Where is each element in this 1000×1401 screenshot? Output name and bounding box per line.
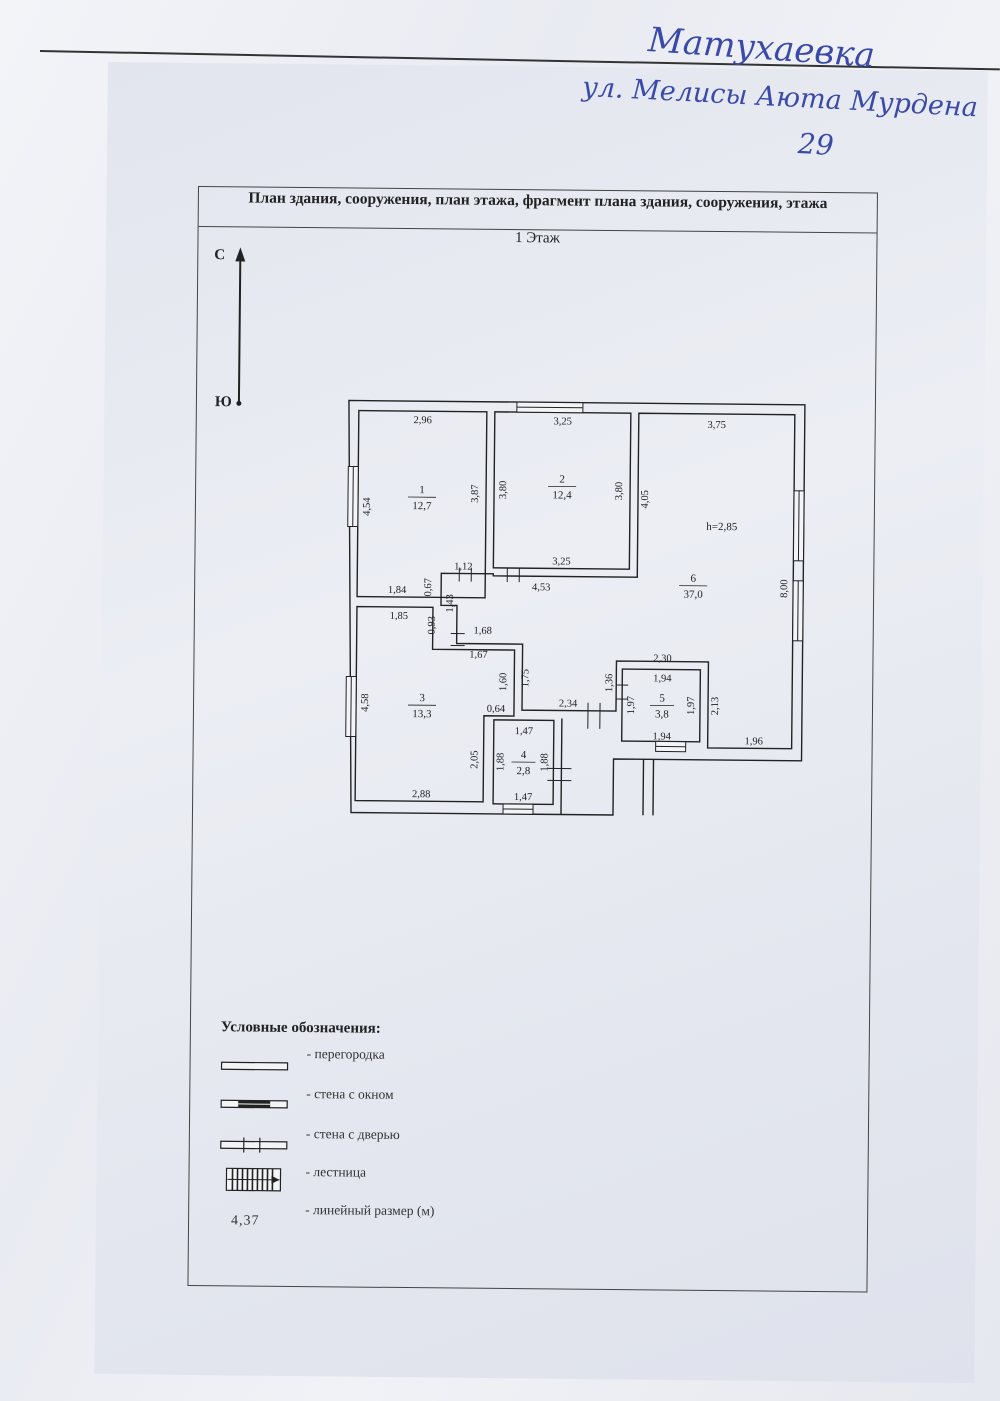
dim-r5-right: 1,97 (686, 697, 697, 715)
room-2-area: 12,4 (552, 489, 572, 501)
dim-r2-top: 3,25 (554, 416, 572, 427)
dim-r6-right: 8,00 (779, 579, 790, 597)
dim-r1-left: 4,54 (362, 497, 373, 516)
dim-corr-wall: 4,53 (532, 582, 550, 593)
dim-r3-right2: 2,05 (469, 750, 480, 768)
dim-r3-top: 1,85 (390, 611, 408, 622)
doors (450, 567, 629, 782)
dim-r6-top: 3,75 (707, 420, 725, 431)
dim-corr-right: 1,75 (520, 669, 531, 687)
room-4-number: 4 (521, 749, 527, 761)
compass-north-label: С (214, 247, 226, 264)
dim-r3-door: 0,93 (427, 616, 438, 634)
legend-partition: - перегородка (306, 1046, 385, 1062)
dim-corr-mid: 1,68 (473, 626, 491, 637)
room-6-area: 37,0 (683, 589, 703, 601)
dim-r1-right: 3,87 (470, 484, 481, 502)
dim-corr-low: 1,67 (469, 650, 487, 661)
room-5-number: 5 (659, 692, 665, 704)
dim-r4-right: 1,88 (539, 753, 550, 771)
dimension-labels: 2,96 4,54 3,87 1,84 0,67 3,25 3,80 3,80 … (360, 415, 790, 803)
dim-r1-door: 0,67 (423, 578, 434, 596)
dim-r6-left: 4,05 (640, 490, 651, 508)
legend-window-icon (220, 1099, 288, 1109)
legend-stairs: - лестница (305, 1164, 367, 1180)
dim-r6-bottom: 1,96 (744, 736, 762, 747)
dim-r5-top: 1,94 (653, 673, 672, 684)
dim-r4-top: 1,47 (515, 726, 533, 737)
dim-r4-left: 1,88 (495, 753, 506, 771)
dim-r5-outer: 2,30 (653, 653, 671, 664)
dim-r5-door: 1,36 (604, 674, 615, 692)
dim-corr-top: 1,12 (454, 561, 472, 572)
room-1-label: 1 12,7 (408, 484, 437, 512)
dim-corr-bottom: 2,34 (559, 698, 578, 709)
dim-r3-bottom: 2,88 (412, 789, 430, 800)
legend-window-wall: - стена с окном (306, 1086, 394, 1102)
dim-r1-top: 2,96 (414, 415, 432, 426)
room-3-number: 3 (419, 692, 425, 704)
room-3-area: 13,3 (412, 708, 432, 720)
room-2-number: 2 (559, 473, 565, 485)
legend-dimension: - линейный размер (м) (305, 1202, 435, 1219)
dim-r3-step: 0,64 (487, 704, 506, 715)
room-5-area: 3,8 (655, 708, 669, 720)
room-2-label: 2 12,4 (548, 473, 577, 502)
room-1-number: 1 (419, 484, 425, 496)
dim-r5-bottom: 1,94 (652, 731, 671, 742)
dim-r5-left: 1,97 (626, 696, 637, 714)
dim-r3-left: 4,58 (360, 693, 371, 711)
dim-r1-bottom: 1,84 (388, 585, 407, 596)
windows (345, 401, 805, 815)
dim-r2-bottom: 3,25 (552, 556, 570, 567)
dim-r2-left: 3,80 (498, 481, 509, 499)
dim-r2-right: 3,80 (614, 482, 625, 500)
room-6-number: 6 (690, 573, 696, 585)
legend-dimension-sample: 4,37 (230, 1213, 260, 1229)
legend-stairs-icon (225, 1167, 282, 1192)
dim-r5-right2: 2,13 (710, 697, 721, 715)
room-4-label: 4 2,8 (511, 749, 536, 777)
room-3-label: 3 13,3 (408, 692, 437, 720)
dim-r4-bottom: 1,47 (514, 792, 532, 803)
room-5-label: 5 3,8 (650, 692, 675, 721)
dim-r3-right: 1,60 (498, 673, 509, 691)
title-bar: План здания, сооружения, план этажа, фра… (198, 187, 877, 234)
legend-partition-icon (220, 1061, 289, 1071)
legend-door-icon (220, 1137, 288, 1153)
room-4-area: 2,8 (516, 765, 530, 777)
legend-door-wall: - стена с дверью (305, 1126, 400, 1142)
ceiling-height: h=2,85 (706, 521, 738, 533)
handwritten-house-number: 29 (797, 127, 835, 162)
compass-arrow-icon (235, 247, 246, 406)
room-6-label: 6 37,0 (679, 573, 708, 601)
page-title: План здания, сооружения, план этажа, фра… (248, 189, 828, 213)
floor-plan: 1 12,7 2 12,4 3 13,3 4 2,8 5 (345, 399, 806, 816)
outer-walls (348, 399, 806, 816)
room-1-area: 12,7 (412, 500, 432, 512)
drawing-frame: План здания, сооружения, план этажа, фра… (187, 186, 878, 1293)
legend-title: Условные обозначения: (220, 1019, 381, 1037)
dim-corr-left: 1,43 (445, 594, 456, 612)
